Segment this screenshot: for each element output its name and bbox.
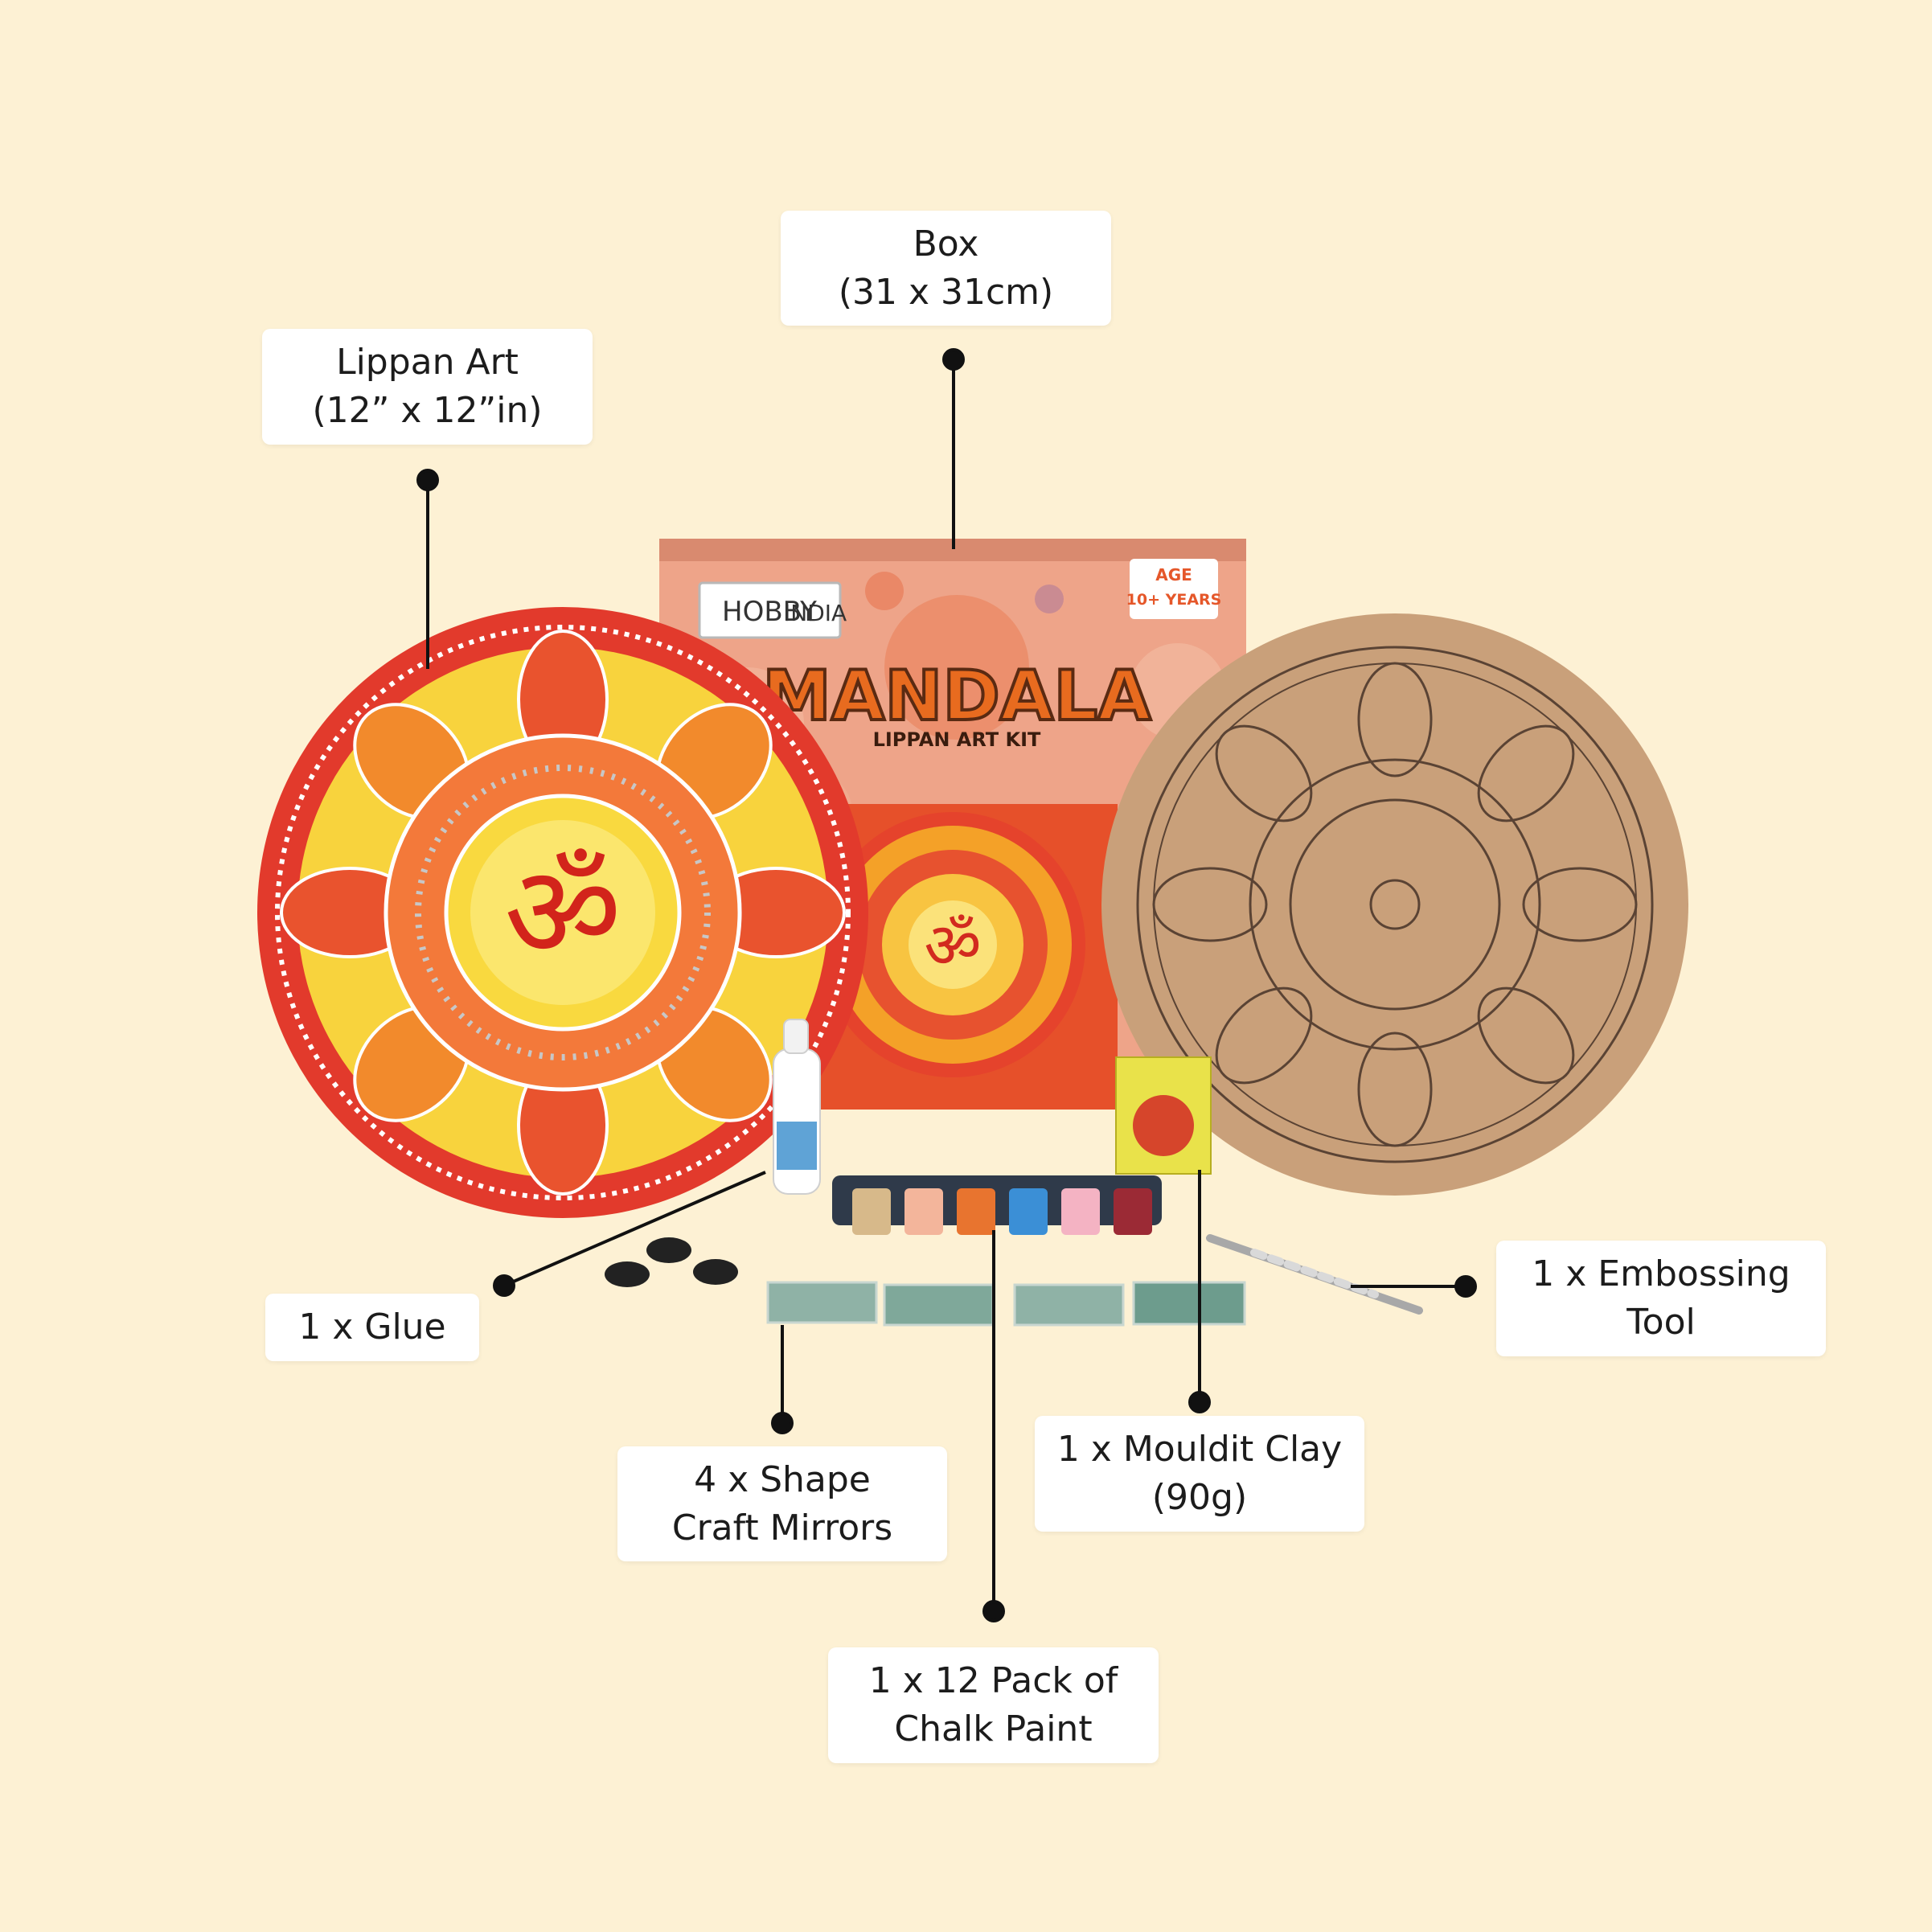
stamp-icon [605, 1237, 738, 1287]
label-chalk-line1: 1 x 12 Pack of [868, 1660, 1118, 1701]
label-mirrors-line2: Craft Mirrors [671, 1507, 893, 1548]
paint-pot [904, 1188, 943, 1235]
label-glue-line1: 1 x Glue [298, 1306, 446, 1347]
paint-pot [852, 1188, 891, 1235]
paint-pot [1009, 1188, 1048, 1235]
om-icon: ॐ [924, 910, 981, 982]
label-embossing-line1: 1 x Embossing [1532, 1253, 1790, 1294]
brand-name-part2: INDIA [784, 600, 847, 626]
age-line2: 10+ YEARS [1126, 591, 1222, 609]
label-embossing-line2: Tool [1626, 1302, 1696, 1343]
glue-bottle-icon [773, 1019, 821, 1195]
label-craft-mirrors: 4 x Shape Craft Mirrors [617, 1446, 947, 1561]
age-line1: AGE [1155, 565, 1192, 585]
label-mouldit-clay: 1 x Mouldit Clay (90g) [1035, 1416, 1364, 1532]
label-lippan-art-line2: (12” x 12”in) [312, 390, 543, 431]
mdf-board [1101, 613, 1688, 1196]
label-box: Box (31 x 31cm) [781, 211, 1111, 326]
label-chalk-paint: 1 x 12 Pack of Chalk Paint [828, 1647, 1159, 1763]
paint-pot [957, 1188, 995, 1235]
paint-pot [1114, 1188, 1152, 1235]
om-icon: ॐ [504, 837, 621, 987]
brand-logo: HOBBY INDIA [698, 581, 847, 639]
paint-pots-icon [832, 1175, 1162, 1235]
age-badge: AGE 10+ YEARS [1126, 559, 1222, 619]
brand-name-part1: HOBBY [722, 596, 817, 628]
label-box-line1: Box [913, 223, 979, 265]
label-clay-line2: (90g) [1151, 1477, 1248, 1518]
clay-box-icon [1115, 1056, 1212, 1175]
box-mandala: ॐ [820, 812, 1085, 1077]
label-embossing-tool: 1 x Embossing Tool [1496, 1241, 1826, 1356]
box-title: MANDALA [762, 656, 1151, 736]
label-mirrors-line1: 4 x Shape [694, 1458, 871, 1500]
lippan-art-plate: ॐ [257, 607, 868, 1218]
label-lippan-art-line1: Lippan Art [336, 342, 519, 383]
label-clay-line1: 1 x Mouldit Clay [1056, 1429, 1343, 1470]
leader-lines [416, 348, 1477, 1622]
label-chalk-line2: Chalk Paint [894, 1708, 1093, 1749]
paint-pot [1061, 1188, 1100, 1235]
mirror-pack-icon [766, 1281, 1246, 1327]
label-lippan-art: Lippan Art (12” x 12”in) [262, 329, 593, 445]
label-glue: 1 x Glue [265, 1294, 479, 1361]
box-subtitle: LIPPAN ART KIT [873, 728, 1041, 751]
label-box-line2: (31 x 31cm) [838, 271, 1054, 313]
